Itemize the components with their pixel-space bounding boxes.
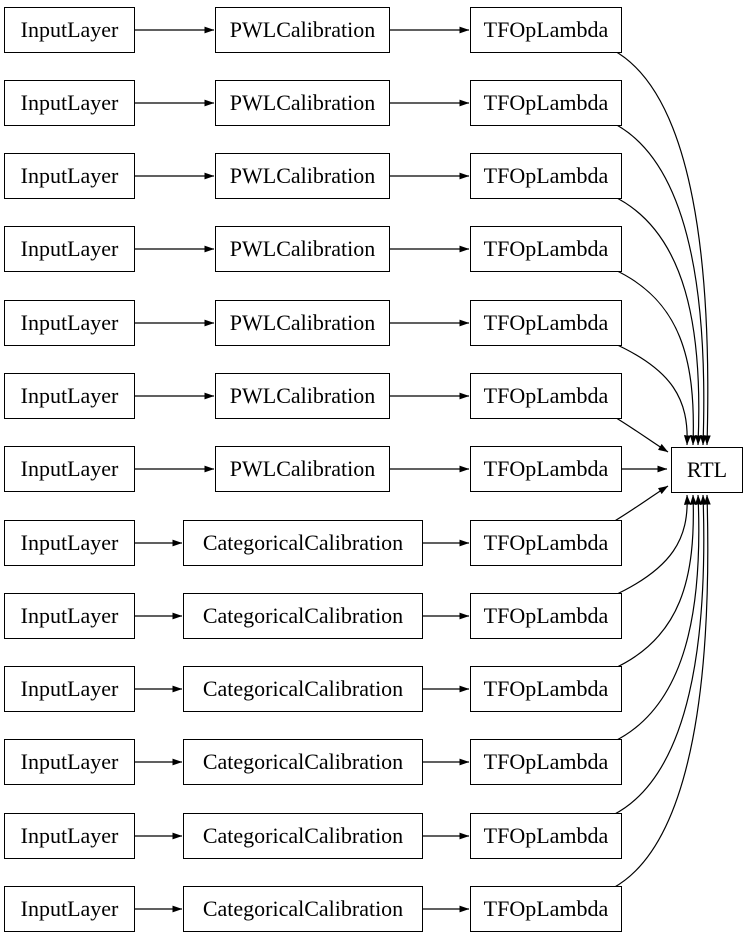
node-categorical-calibration: CategoricalCalibration [183,739,423,785]
node-categorical-calibration: CategoricalCalibration [183,666,423,712]
edge [612,342,691,446]
node-input-layer: InputLayer [4,300,135,346]
edge [612,195,702,446]
node-tfop-lambda: TFOpLambda [470,520,622,566]
node-input-layer: InputLayer [4,593,135,639]
node-tfop-lambda: TFOpLambda [470,666,622,712]
edge [612,485,669,523]
node-input-layer: InputLayer [4,153,135,199]
node-tfop-lambda: TFOpLambda [470,813,622,859]
node-tfop-lambda: TFOpLambda [470,226,622,272]
edge [612,415,669,453]
node-tfop-lambda: TFOpLambda [470,153,622,199]
node-input-layer: InputLayer [4,666,135,712]
node-input-layer: InputLayer [4,7,135,53]
node-tfop-lambda: TFOpLambda [470,739,622,785]
node-categorical-calibration: CategoricalCalibration [183,886,423,932]
node-pwl-calibration: PWLCalibration [215,80,390,126]
node-tfop-lambda: TFOpLambda [470,446,622,492]
node-tfop-lambda: TFOpLambda [470,80,622,126]
node-categorical-calibration: CategoricalCalibration [183,813,423,859]
node-rtl: RTL [671,447,743,493]
node-tfop-lambda: TFOpLambda [470,7,622,53]
node-pwl-calibration: PWLCalibration [215,446,390,492]
node-pwl-calibration: PWLCalibration [215,7,390,53]
node-categorical-calibration: CategoricalCalibration [183,593,423,639]
node-input-layer: InputLayer [4,886,135,932]
node-input-layer: InputLayer [4,80,135,126]
node-categorical-calibration: CategoricalCalibration [183,520,423,566]
edge [612,49,711,446]
node-input-layer: InputLayer [4,446,135,492]
node-pwl-calibration: PWLCalibration [215,373,390,419]
edge [612,268,697,446]
node-input-layer: InputLayer [4,373,135,419]
node-pwl-calibration: PWLCalibration [215,153,390,199]
node-tfop-lambda: TFOpLambda [470,373,622,419]
edge [612,494,691,597]
node-pwl-calibration: PWLCalibration [215,300,390,346]
node-tfop-lambda: TFOpLambda [470,593,622,639]
node-tfop-lambda: TFOpLambda [470,886,622,932]
edge [612,122,707,446]
node-pwl-calibration: PWLCalibration [215,226,390,272]
edge [612,494,707,816]
node-input-layer: InputLayer [4,739,135,785]
node-input-layer: InputLayer [4,813,135,859]
edge [612,494,711,889]
node-tfop-lambda: TFOpLambda [470,300,622,346]
edge [612,494,702,743]
node-input-layer: InputLayer [4,226,135,272]
edge [612,494,697,670]
node-input-layer: InputLayer [4,520,135,566]
